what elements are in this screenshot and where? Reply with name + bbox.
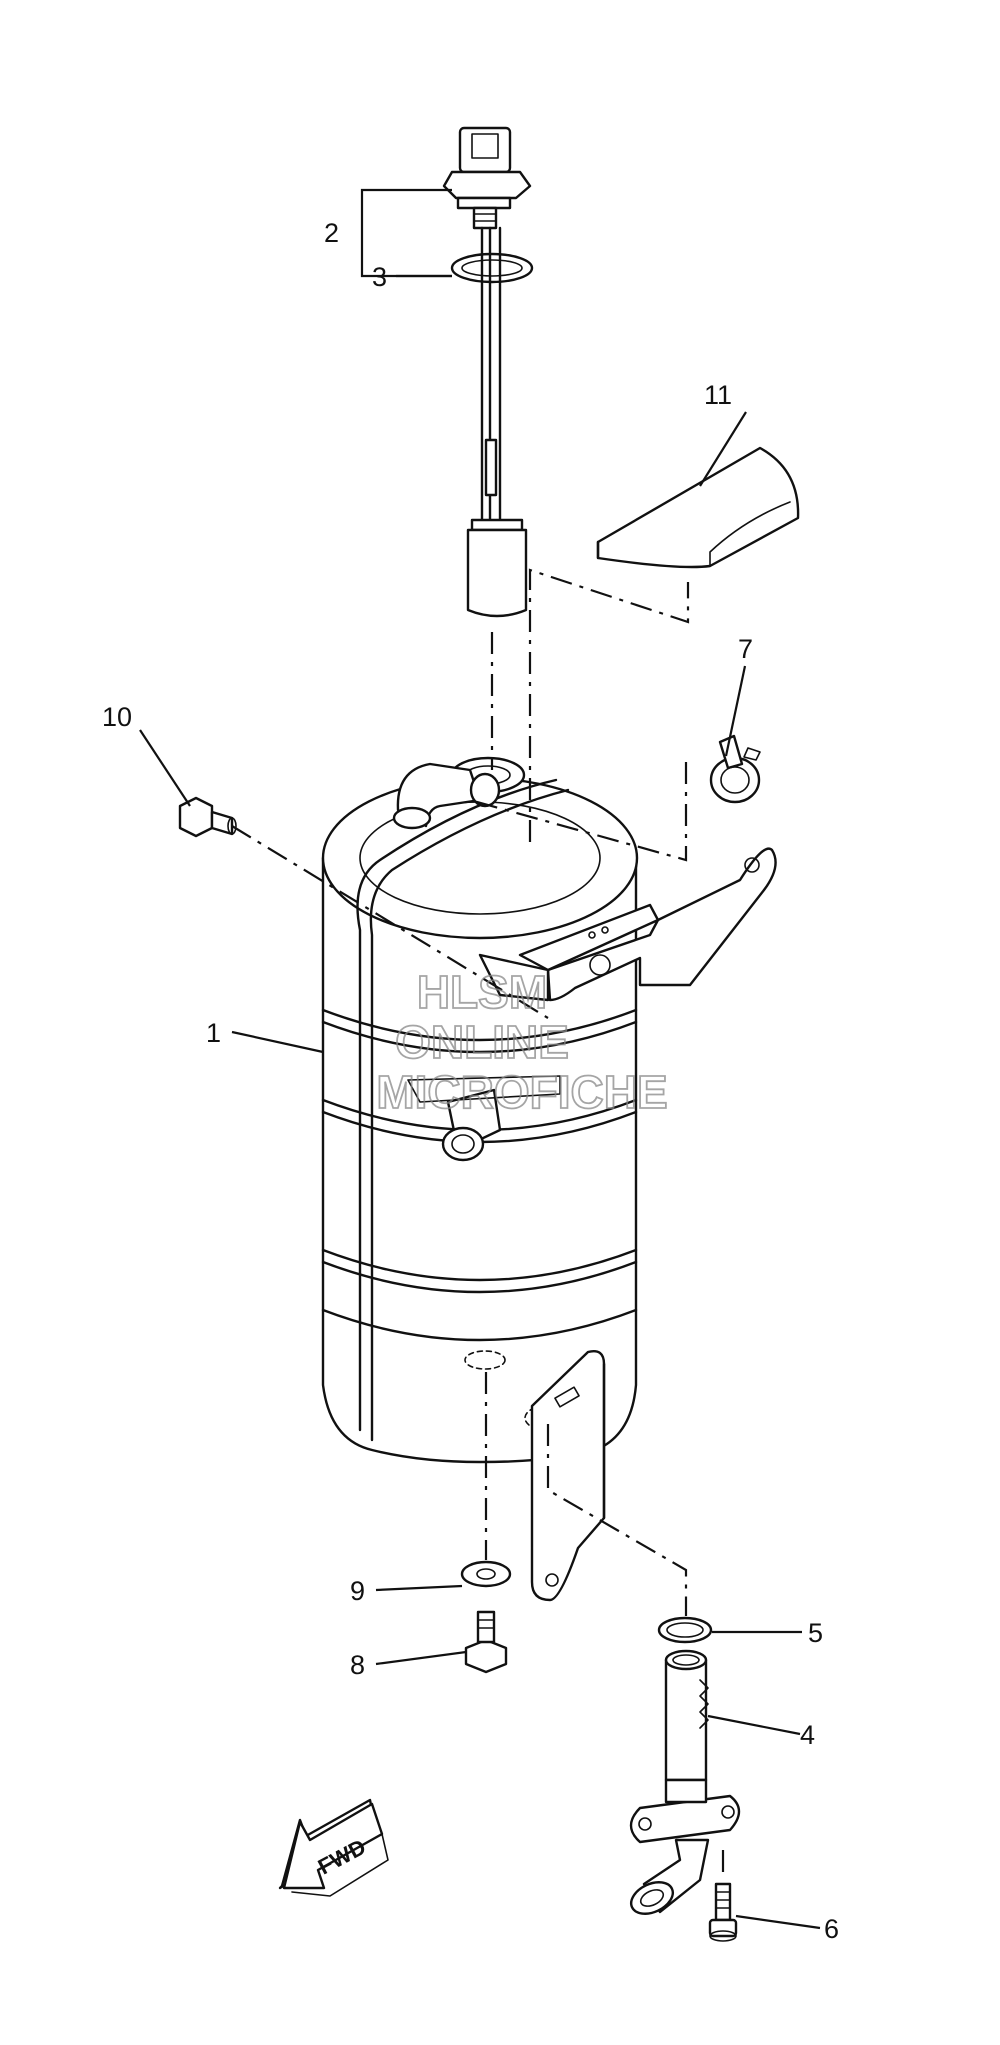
tank-body bbox=[321, 756, 639, 1464]
bolt-10 bbox=[178, 796, 237, 838]
watermark-line3: MICROFICHE bbox=[376, 1066, 667, 1118]
callout-labels: 1 2 3 4 5 6 7 8 9 10 11 bbox=[102, 218, 839, 1944]
washer-9 bbox=[460, 1560, 512, 1588]
leader-lines bbox=[139, 188, 821, 1930]
callout-9: 9 bbox=[350, 1576, 365, 1606]
callout-4: 4 bbox=[800, 1720, 815, 1750]
callout-3: 3 bbox=[372, 262, 387, 292]
watermark-line1: HLSM bbox=[417, 966, 547, 1018]
assembly-lines bbox=[231, 568, 725, 1880]
callout-6: 6 bbox=[824, 1914, 839, 1944]
callout-1: 1 bbox=[206, 1018, 221, 1048]
watermark-line2: ONLINE bbox=[395, 1016, 569, 1068]
callout-2: 2 bbox=[324, 218, 339, 248]
screw-6 bbox=[708, 1882, 738, 1942]
watermark: HLSM ONLINE MICROFICHE bbox=[375, 965, 668, 1119]
callout-10: 10 bbox=[102, 702, 132, 732]
sensor-assembly bbox=[442, 126, 534, 618]
fwd-arrow: FWD bbox=[278, 1798, 389, 1897]
upper-bracket bbox=[478, 847, 777, 1002]
callout-7: 7 bbox=[738, 634, 753, 664]
pipe-4 bbox=[629, 1649, 741, 1915]
callout-11: 11 bbox=[704, 380, 732, 410]
o-ring-5 bbox=[657, 1616, 713, 1644]
cover-plate bbox=[596, 446, 800, 569]
hose-clamp bbox=[709, 734, 761, 804]
lower-bracket bbox=[530, 1350, 606, 1602]
callout-8: 8 bbox=[350, 1650, 365, 1680]
bolt-8 bbox=[464, 1610, 508, 1674]
callout-5: 5 bbox=[808, 1618, 823, 1648]
